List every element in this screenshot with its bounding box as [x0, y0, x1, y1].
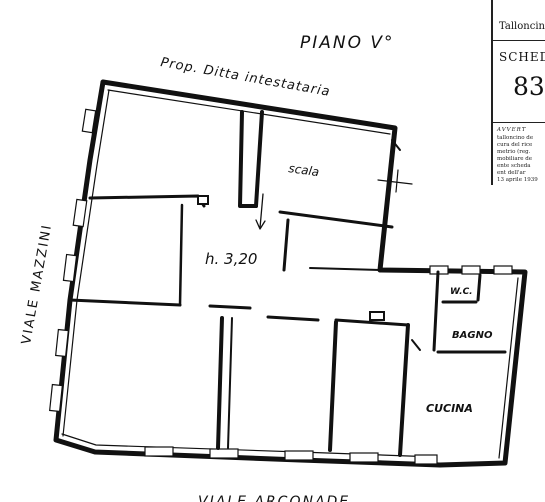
stair-label: scala — [288, 161, 321, 179]
stub-notice-line: ent dell'ar — [497, 170, 526, 176]
stub-divider — [493, 40, 545, 41]
direction-arrow — [255, 193, 266, 230]
stub-notice-line: mobiliare de — [497, 156, 533, 162]
bottom-street-label: VIALE ARCONADE — [198, 494, 350, 502]
registration-stub: Talloncin SCHEDA 838 AVVERT talloncino d… — [491, 0, 545, 185]
stub-notice-title: AVVERT — [497, 127, 527, 133]
interior-walls — [68, 110, 507, 457]
stub-notice-line: ente scheda — [497, 163, 531, 169]
stub-notice-line: 13 aprile 1939 — [497, 177, 538, 183]
stub-heading: Talloncin — [499, 21, 545, 32]
wc-label: W.C. — [450, 287, 473, 297]
bathroom-label: BAGNO — [452, 330, 493, 341]
stub-scheda-label: SCHEDA — [499, 50, 545, 64]
window-marks-right — [429, 265, 513, 275]
left-street-label: VIALE MAZZINI — [19, 222, 55, 345]
stub-notice-line: talloncino de — [497, 135, 534, 141]
kitchen-label: CUCINA — [426, 402, 473, 415]
floor-title: PIANO V° — [300, 33, 395, 53]
stub-notice-line: cura del rice — [497, 142, 533, 148]
window-marks-left — [49, 108, 97, 413]
window-marks-bottom — [144, 446, 438, 465]
ceiling-height-label: h. 3,20 — [205, 250, 257, 268]
stub-divider-2 — [493, 122, 545, 123]
stub-number: 838 — [513, 72, 545, 101]
stub-notice-line: metrio (reg. — [497, 149, 531, 155]
